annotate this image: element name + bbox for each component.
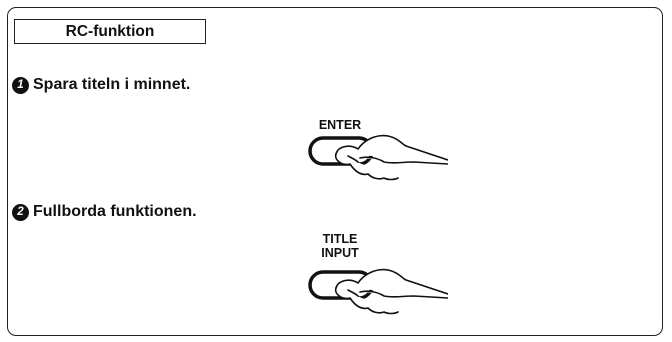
title-input-button-illustration: TITLE INPUT — [298, 232, 448, 324]
button-label: TITLE INPUT — [298, 232, 382, 260]
button-label: ENTER — [318, 118, 362, 132]
step-text: Fullborda funktionen. — [33, 203, 197, 220]
remote-button-icon — [308, 268, 448, 315]
button-label-line1: TITLE — [322, 232, 358, 246]
pressing-hand-icon — [334, 268, 448, 315]
pressing-hand-icon — [334, 134, 448, 181]
step-text: Spara titeln i minnet. — [33, 76, 191, 93]
step-2: 2 Fullborda funktionen. — [12, 203, 197, 221]
enter-button-illustration: ENTER — [298, 118, 448, 188]
step-number-icon: 1 — [12, 76, 29, 94]
button-label-line2: INPUT — [321, 246, 359, 260]
step-1: 1 Spara titeln i minnet. — [12, 76, 190, 94]
instruction-panel — [7, 7, 663, 336]
step-number-icon: 2 — [12, 203, 29, 221]
section-title: RC-funktion — [14, 19, 206, 44]
remote-button-icon — [308, 134, 448, 181]
